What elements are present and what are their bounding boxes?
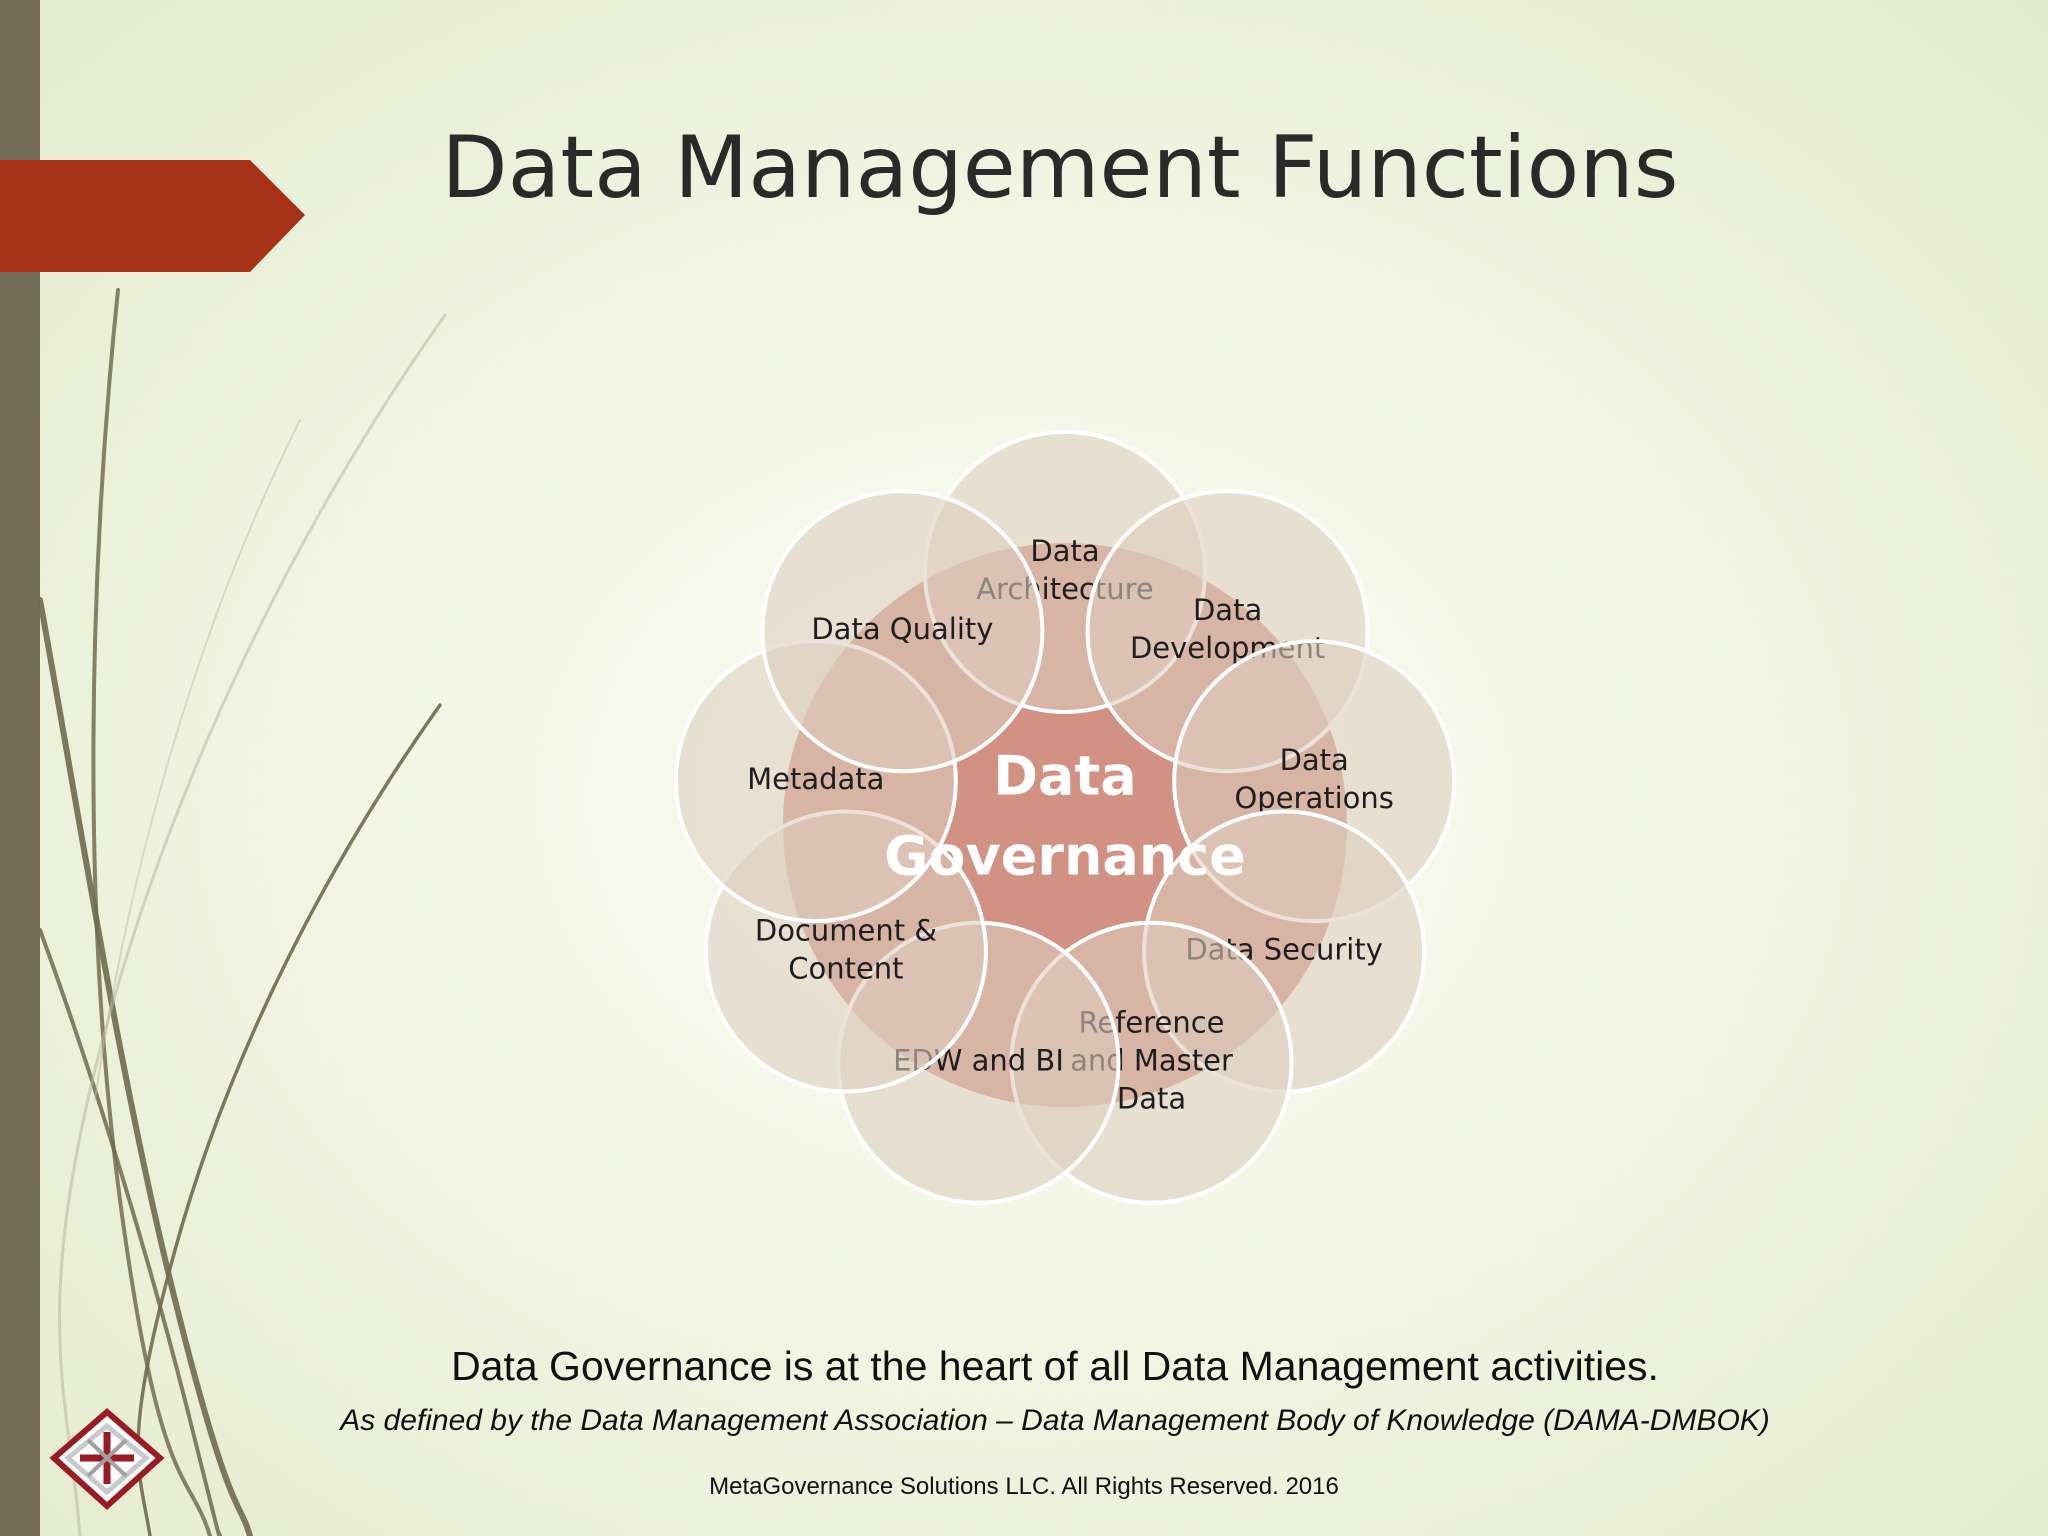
slide-caption: Data Governance is at the heart of all D… [451,1343,1659,1389]
function-label-data-operations: Operations [1234,781,1393,815]
function-label-data-operations: Data [1280,743,1349,777]
slide-title: Data Management Functions [441,118,1679,218]
function-label-data-development: Data [1193,593,1262,627]
function-label-data-architecture: Data [1030,534,1099,568]
function-label-reference-master-data: Data [1117,1082,1186,1116]
slide-subcaption: As defined by the Data Management Associ… [340,1404,1770,1437]
decorative-grass-lines [37,288,447,1536]
metagovernance-logo [49,1408,165,1511]
function-circle-data-quality [760,489,1045,774]
data-management-functions-diagram: DataArchitectureDataDevelopmentDataOpera… [673,430,1457,1205]
function-label-data-quality: Data Quality [811,612,993,646]
function-label-document-content: Content [788,952,903,986]
copyright-footer: MetaGovernance Solutions LLC. All Rights… [709,1473,1339,1500]
function-label-metadata: Metadata [747,762,884,796]
hub-label-line-2: Governance [884,825,1246,888]
hub-label-line-1: Data [993,745,1137,808]
accent-arrow-banner [0,160,305,272]
